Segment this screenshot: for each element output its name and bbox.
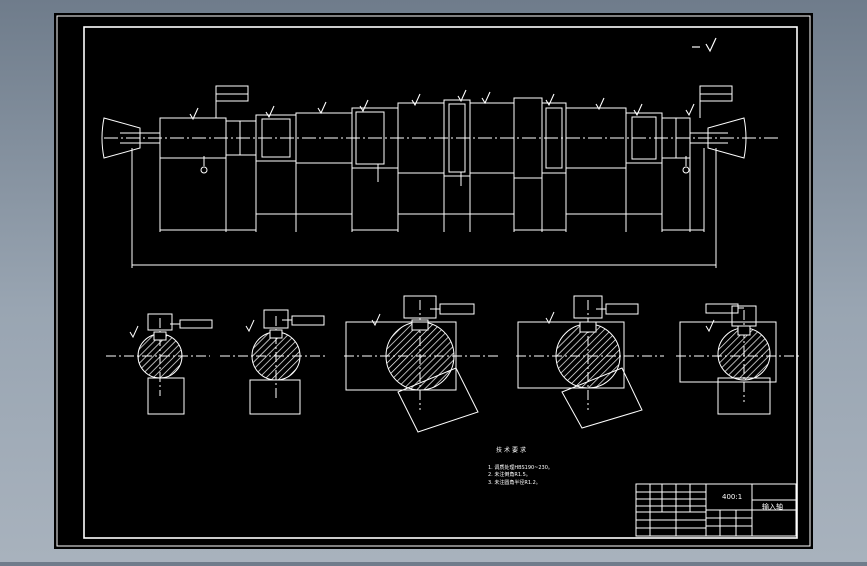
section-view-4	[516, 295, 664, 429]
section-view-1	[106, 313, 213, 415]
scale-label: 400:1	[722, 493, 742, 501]
tech-requirement-line-3: 3. 未注圆角半径R1.2。	[488, 479, 541, 486]
technical-requirements: 技术要求 1. 调质处理HBS190~230。 2. 未注倒角R1.5。 3. …	[488, 446, 553, 486]
tech-requirements-title: 技术要求	[496, 446, 528, 454]
drawing-sheet	[54, 13, 813, 549]
drawing-frame	[83, 26, 798, 539]
tech-requirement-line-2: 2. 未注倒角R1.5。	[488, 471, 531, 478]
part-name: 输入轴	[762, 502, 783, 511]
sheet-border	[56, 15, 811, 547]
tech-requirement-line-1: 1. 调质处理HBS190~230。	[488, 464, 553, 471]
roughness-symbol	[692, 37, 717, 53]
section-view-5	[676, 303, 800, 415]
section-view-3	[344, 295, 500, 433]
shaft-roughness-marks	[189, 89, 695, 121]
section-view-2	[220, 309, 328, 415]
title-block	[635, 483, 797, 537]
